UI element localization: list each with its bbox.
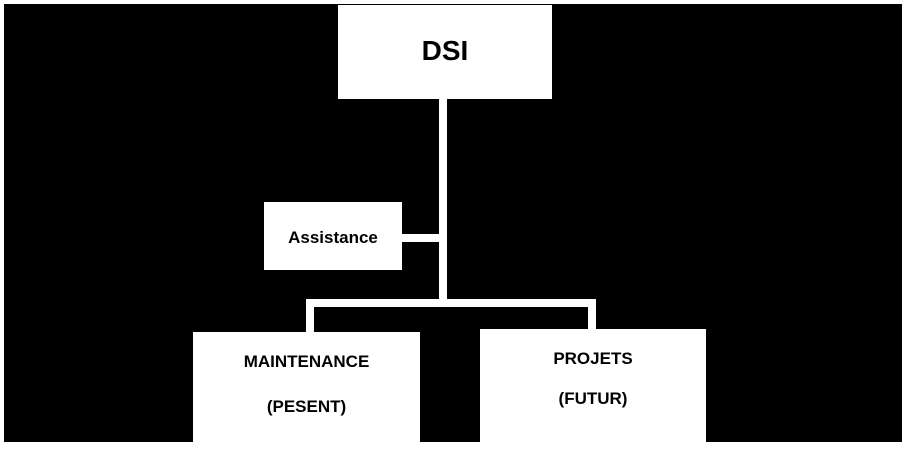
node-maintenance-title: MAINTENANCE bbox=[243, 352, 370, 371]
node-assistance-label: Assistance bbox=[288, 228, 378, 247]
connector-maintenance-vertical bbox=[306, 299, 314, 333]
node-projets-title: PROJETS bbox=[553, 349, 633, 368]
connector-root-vertical bbox=[439, 99, 447, 302]
node-dsi-label: DSI bbox=[421, 35, 469, 66]
node-projets: PROJETS (FUTUR) bbox=[480, 329, 706, 444]
node-dsi: DSI bbox=[338, 5, 552, 99]
node-maintenance-subtitle: (PESENT) bbox=[266, 397, 347, 416]
connector-assistance-horizontal bbox=[402, 234, 442, 242]
node-maintenance: MAINTENANCE (PESENT) bbox=[193, 332, 420, 444]
node-projets-subtitle: (FUTUR) bbox=[558, 389, 628, 408]
node-assistance: Assistance bbox=[264, 202, 402, 270]
connector-children-horizontal bbox=[306, 299, 596, 307]
connector-projets-vertical bbox=[588, 299, 596, 330]
